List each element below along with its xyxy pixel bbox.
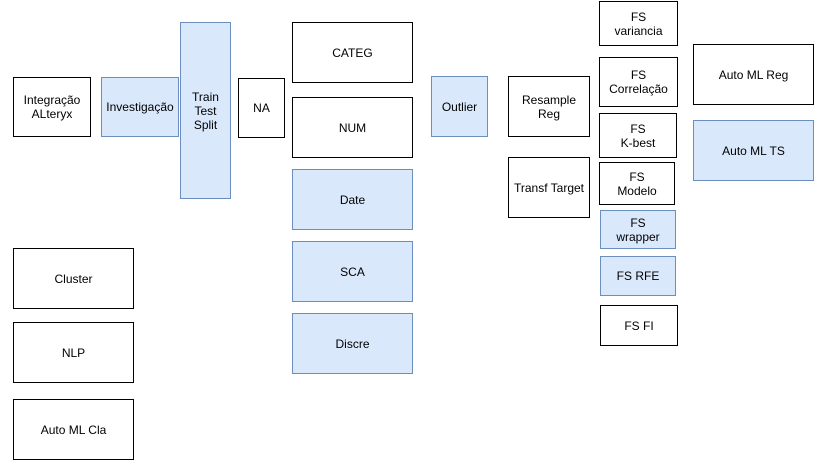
node-discre[interactable]: Discre	[292, 313, 413, 374]
node-train-test-split[interactable]: Train Test Split	[180, 22, 231, 199]
node-fs-fi[interactable]: FS FI	[600, 305, 678, 346]
node-integracao-alteryx[interactable]: Integração ALteryx	[13, 77, 91, 137]
node-fs-modelo[interactable]: FS Modelo	[599, 162, 675, 205]
node-fs-correlacao[interactable]: FS Correlação	[599, 57, 678, 107]
node-fs-kbest[interactable]: FS K-best	[599, 113, 677, 158]
node-resample-reg[interactable]: Resample Reg	[508, 76, 590, 137]
node-fs-wrapper[interactable]: FS wrapper	[600, 210, 676, 249]
node-cluster[interactable]: Cluster	[13, 248, 134, 309]
node-auto-ml-reg[interactable]: Auto ML Reg	[693, 44, 814, 105]
node-fs-rfe[interactable]: FS RFE	[600, 256, 676, 296]
node-investigacao[interactable]: Investigação	[101, 77, 179, 137]
node-categ[interactable]: CATEG	[292, 22, 413, 83]
node-num[interactable]: NUM	[292, 97, 413, 158]
node-auto-ml-cla[interactable]: Auto ML Cla	[13, 399, 134, 460]
node-sca[interactable]: SCA	[292, 241, 413, 302]
node-date[interactable]: Date	[292, 169, 413, 230]
node-auto-ml-ts[interactable]: Auto ML TS	[693, 120, 814, 181]
node-outlier[interactable]: Outlier	[431, 76, 488, 137]
node-na[interactable]: NA	[238, 78, 285, 138]
node-nlp[interactable]: NLP	[13, 322, 134, 383]
node-fs-variancia[interactable]: FS variancia	[599, 1, 678, 46]
node-transf-target[interactable]: Transf Target	[508, 157, 590, 218]
